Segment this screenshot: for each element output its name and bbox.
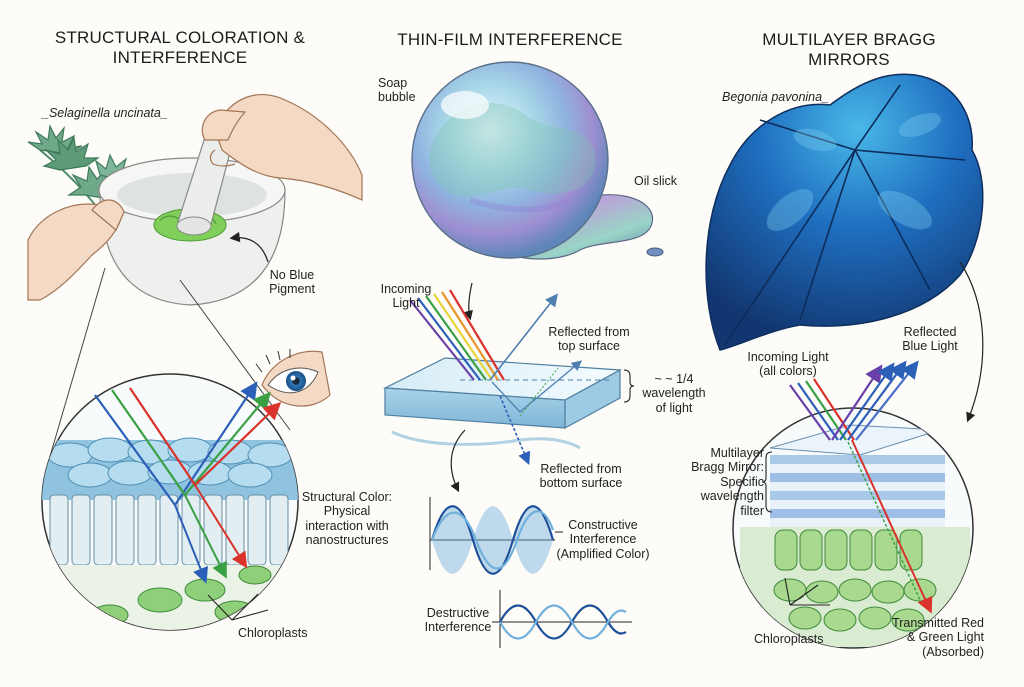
oil-slick-label: Oil slick (634, 174, 678, 188)
panel-thinfilm (382, 61, 664, 648)
no-blue-pigment-label: No Blue Pigment (269, 268, 315, 297)
constructive-label: Constructive Interference (Amplified Col… (556, 518, 650, 561)
destructive-label: Destructive Interference (424, 606, 492, 635)
no-blue-pigment-arrow (229, 231, 269, 263)
incoming-light-label: Incoming Light (380, 282, 432, 311)
incoming-light-all-colors-label: Incoming Light (all colors) (747, 350, 829, 379)
quarter-wavelength-label: ~ ~ 1/4 wavelength of light (642, 372, 706, 415)
reflected-blue-label: Reflected Blue Light (902, 325, 958, 354)
soap-bubble-label: Soap bubble (378, 76, 416, 105)
reflected-internal-ray (491, 360, 582, 413)
structural-color-label: Structural Color: Physical interaction w… (301, 490, 393, 548)
reflected-top-ray (489, 293, 558, 381)
multilayer-bragg-label: Multilayer Bragg Mirror: Specific wavele… (691, 446, 764, 518)
eye-icon (255, 349, 331, 407)
destructive-wave-plot (492, 590, 632, 648)
reflected-bottom-ray (499, 395, 531, 465)
reflected-top-label: Reflected from top surface (548, 325, 630, 354)
incoming-rainbow-rays (409, 289, 505, 381)
film-thickness-brace (623, 369, 635, 403)
hand-right (201, 93, 363, 201)
bragg-panel-title: MULTILAYER BRAGG MIRRORS (762, 30, 936, 69)
panel-bragg (705, 73, 984, 649)
soap-bubble (411, 61, 609, 259)
bragg-mirror-magnified (732, 360, 974, 649)
begonia-leaf (705, 73, 984, 351)
thinfilm-panel-title: THIN-FILM INTERFERENCE (397, 30, 623, 49)
magnify-line-left (45, 267, 106, 471)
chloroplast-pointers-right (784, 577, 830, 606)
transmitted-label: Transmitted Red & Green Light (Absorbed) (892, 616, 984, 659)
panel-structural (27, 93, 363, 631)
multilayer-bracket (761, 451, 773, 513)
structural-panel-title: STRUCTURAL COLORATION & INTERFERENCE (54, 28, 306, 67)
selaginella-label: _Selaginella uncinata_ (42, 106, 168, 120)
magnified-cell-view (41, 373, 299, 631)
chloroplasts-label-right: Chloroplasts (754, 632, 824, 646)
chloroplast-pointers-left (207, 593, 269, 621)
reflected-bottom-label: Reflected from bottom surface (539, 462, 623, 491)
hand-left (27, 199, 125, 301)
chloroplasts-label-left: Chloroplasts (238, 626, 308, 640)
constructive-wave-plot (429, 497, 563, 575)
begonia-label: Begonia pavonina_ (722, 90, 830, 104)
